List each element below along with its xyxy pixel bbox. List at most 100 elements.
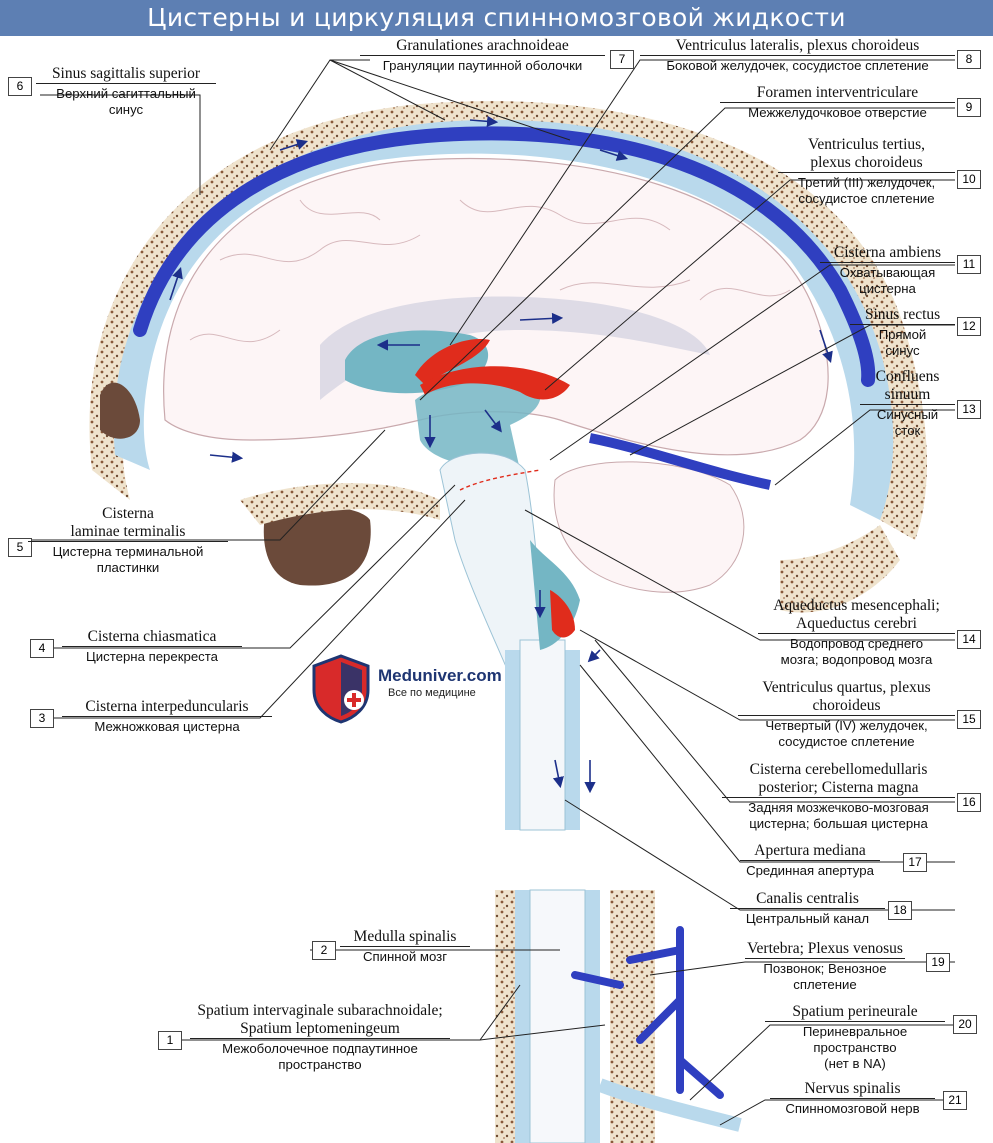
russian-term-19: Позвонок; Венозное сплетение — [745, 958, 905, 993]
spinal-nerve — [597, 1078, 742, 1132]
russian-term-9: Межжелудочковое отверстие — [720, 102, 955, 121]
label-number-15: 15 — [957, 710, 981, 729]
russian-term-12: Прямой синус — [850, 324, 955, 359]
latin-term-5: Cisterna laminae terminalis — [70, 505, 186, 540]
label-number-17: 17 — [903, 853, 927, 872]
latin-term-1: Spatium intervaginale subarachnoidale; S… — [197, 1002, 443, 1037]
label-number-2: 2 — [312, 941, 336, 960]
label-number-4: 4 — [30, 639, 54, 658]
choroid-plexus-fourth — [550, 590, 575, 638]
label-number-14: 14 — [957, 630, 981, 649]
russian-term-6: Верхний сагиттальный синус — [36, 83, 216, 118]
venous-plexus — [571, 926, 724, 1099]
corpus-callosum — [320, 296, 710, 400]
russian-term-20: Периневральное пространство (нет в NA) — [765, 1021, 945, 1072]
label-number-3: 3 — [30, 709, 54, 728]
shield-icon — [312, 654, 370, 724]
csf-circulation-illustration — [30, 59, 955, 1143]
label-number-9: 9 — [957, 98, 981, 117]
lateral-aperture-dashed — [459, 469, 541, 491]
label-number-10: 10 — [957, 170, 981, 189]
watermark-name: Meduniver.com — [378, 666, 502, 685]
latin-term-3: Cisterna interpeduncularis — [85, 698, 249, 715]
vertebra-bone-left — [495, 890, 515, 1143]
label-number-7: 7 — [610, 50, 634, 69]
latin-term-7: Granulationes arachnoideae — [396, 37, 569, 54]
cerebellum — [553, 461, 745, 593]
label-number-11: 11 — [957, 255, 981, 274]
russian-term-5: Цистерна терминальной пластинки — [28, 541, 228, 576]
latin-term-19: Vertebra; Plexus venosus — [747, 940, 903, 957]
latin-term-20: Spatium perineurale — [792, 1003, 918, 1020]
csf-flow-arrows — [169, 115, 833, 794]
watermark-tagline: Все по медицине — [388, 687, 476, 699]
russian-term-13: Синусный сток — [860, 404, 955, 439]
russian-term-14: Водопровод среднего мозга; водопровод мо… — [758, 633, 955, 668]
russian-term-10: Третий (III) желудочек, сосудистое сплет… — [778, 172, 955, 207]
label-number-20: 20 — [953, 1015, 977, 1034]
latin-term-12: Sinus rectus — [864, 306, 941, 323]
russian-term-15: Четвертый (IV) желудочек, сосудистое спл… — [738, 715, 955, 750]
label-number-6: 6 — [8, 77, 32, 96]
label-number-1: 1 — [158, 1031, 182, 1050]
label-number-18: 18 — [888, 901, 912, 920]
spinal-cord-upper — [519, 639, 566, 831]
latin-term-2: Medulla spinalis — [353, 928, 457, 945]
latin-term-15: Ventriculus quartus, plexus choroideus — [762, 679, 931, 714]
latin-term-8: Ventriculus lateralis, plexus choroideus — [675, 37, 920, 54]
russian-term-7: Грануляции паутинной оболочки — [360, 55, 605, 74]
russian-term-8: Боковой желудочек, сосудистое сплетение — [640, 55, 955, 74]
latin-term-4: Cisterna chiasmatica — [87, 628, 217, 645]
russian-term-21: Спинномозговой нерв — [770, 1098, 935, 1117]
latin-term-14: Aqueductus mesencephali; Aqueductus cere… — [773, 597, 940, 632]
label-number-5: 5 — [8, 538, 32, 557]
latin-term-17: Apertura mediana — [754, 842, 866, 859]
third-ventricle — [415, 379, 541, 470]
russian-term-3: Межножковая цистерна — [62, 716, 272, 735]
straight-sinus — [589, 433, 772, 490]
russian-term-2: Спинной мозг — [340, 946, 470, 965]
russian-term-16: Задняя мозжечково-мозговая цистерна; бол… — [722, 797, 955, 832]
russian-term-17: Срединная апертура — [740, 860, 880, 879]
spinal-cord-lower — [529, 889, 586, 1143]
latin-term-18: Canalis centralis — [756, 890, 859, 907]
page-title: Цистерны и циркуляция спинномозговой жид… — [147, 3, 846, 32]
label-text-16: Cisterna cerebellomedullaris posterior; … — [722, 761, 955, 832]
russian-term-1: Межоболочечное подпаутинное пространство — [190, 1038, 450, 1073]
choroid-plexus-third — [420, 366, 570, 400]
russian-term-4: Цистерна перекреста — [62, 646, 242, 665]
latin-term-21: Nervus spinalis — [804, 1080, 901, 1097]
gyri — [189, 199, 791, 342]
label-number-12: 12 — [957, 317, 981, 336]
label-number-8: 8 — [957, 50, 981, 69]
label-number-16: 16 — [957, 793, 981, 812]
latin-term-9: Foramen interventriculare — [756, 84, 919, 101]
sphenoid-sinus — [263, 505, 371, 586]
russian-term-11: Охватывающая цистерна — [820, 262, 955, 297]
label-text-14: Aqueductus mesencephali; Aqueductus cere… — [758, 597, 955, 668]
frontal-sinus — [100, 382, 140, 439]
latin-term-11: Cisterna ambiens — [833, 244, 942, 261]
superior-sagittal-sinus — [133, 126, 876, 387]
skull-base — [240, 483, 440, 525]
title-bar: Цистерны и циркуляция спинномозговой жид… — [0, 0, 993, 36]
leader-lines — [30, 59, 955, 1126]
label-number-13: 13 — [957, 400, 981, 419]
label-text-8: Ventriculus lateralis, plexus choroideus… — [640, 37, 955, 74]
russian-term-18: Центральный канал — [730, 908, 885, 927]
occipital-bone — [780, 525, 900, 613]
meduniver-logo-shield — [310, 654, 372, 724]
